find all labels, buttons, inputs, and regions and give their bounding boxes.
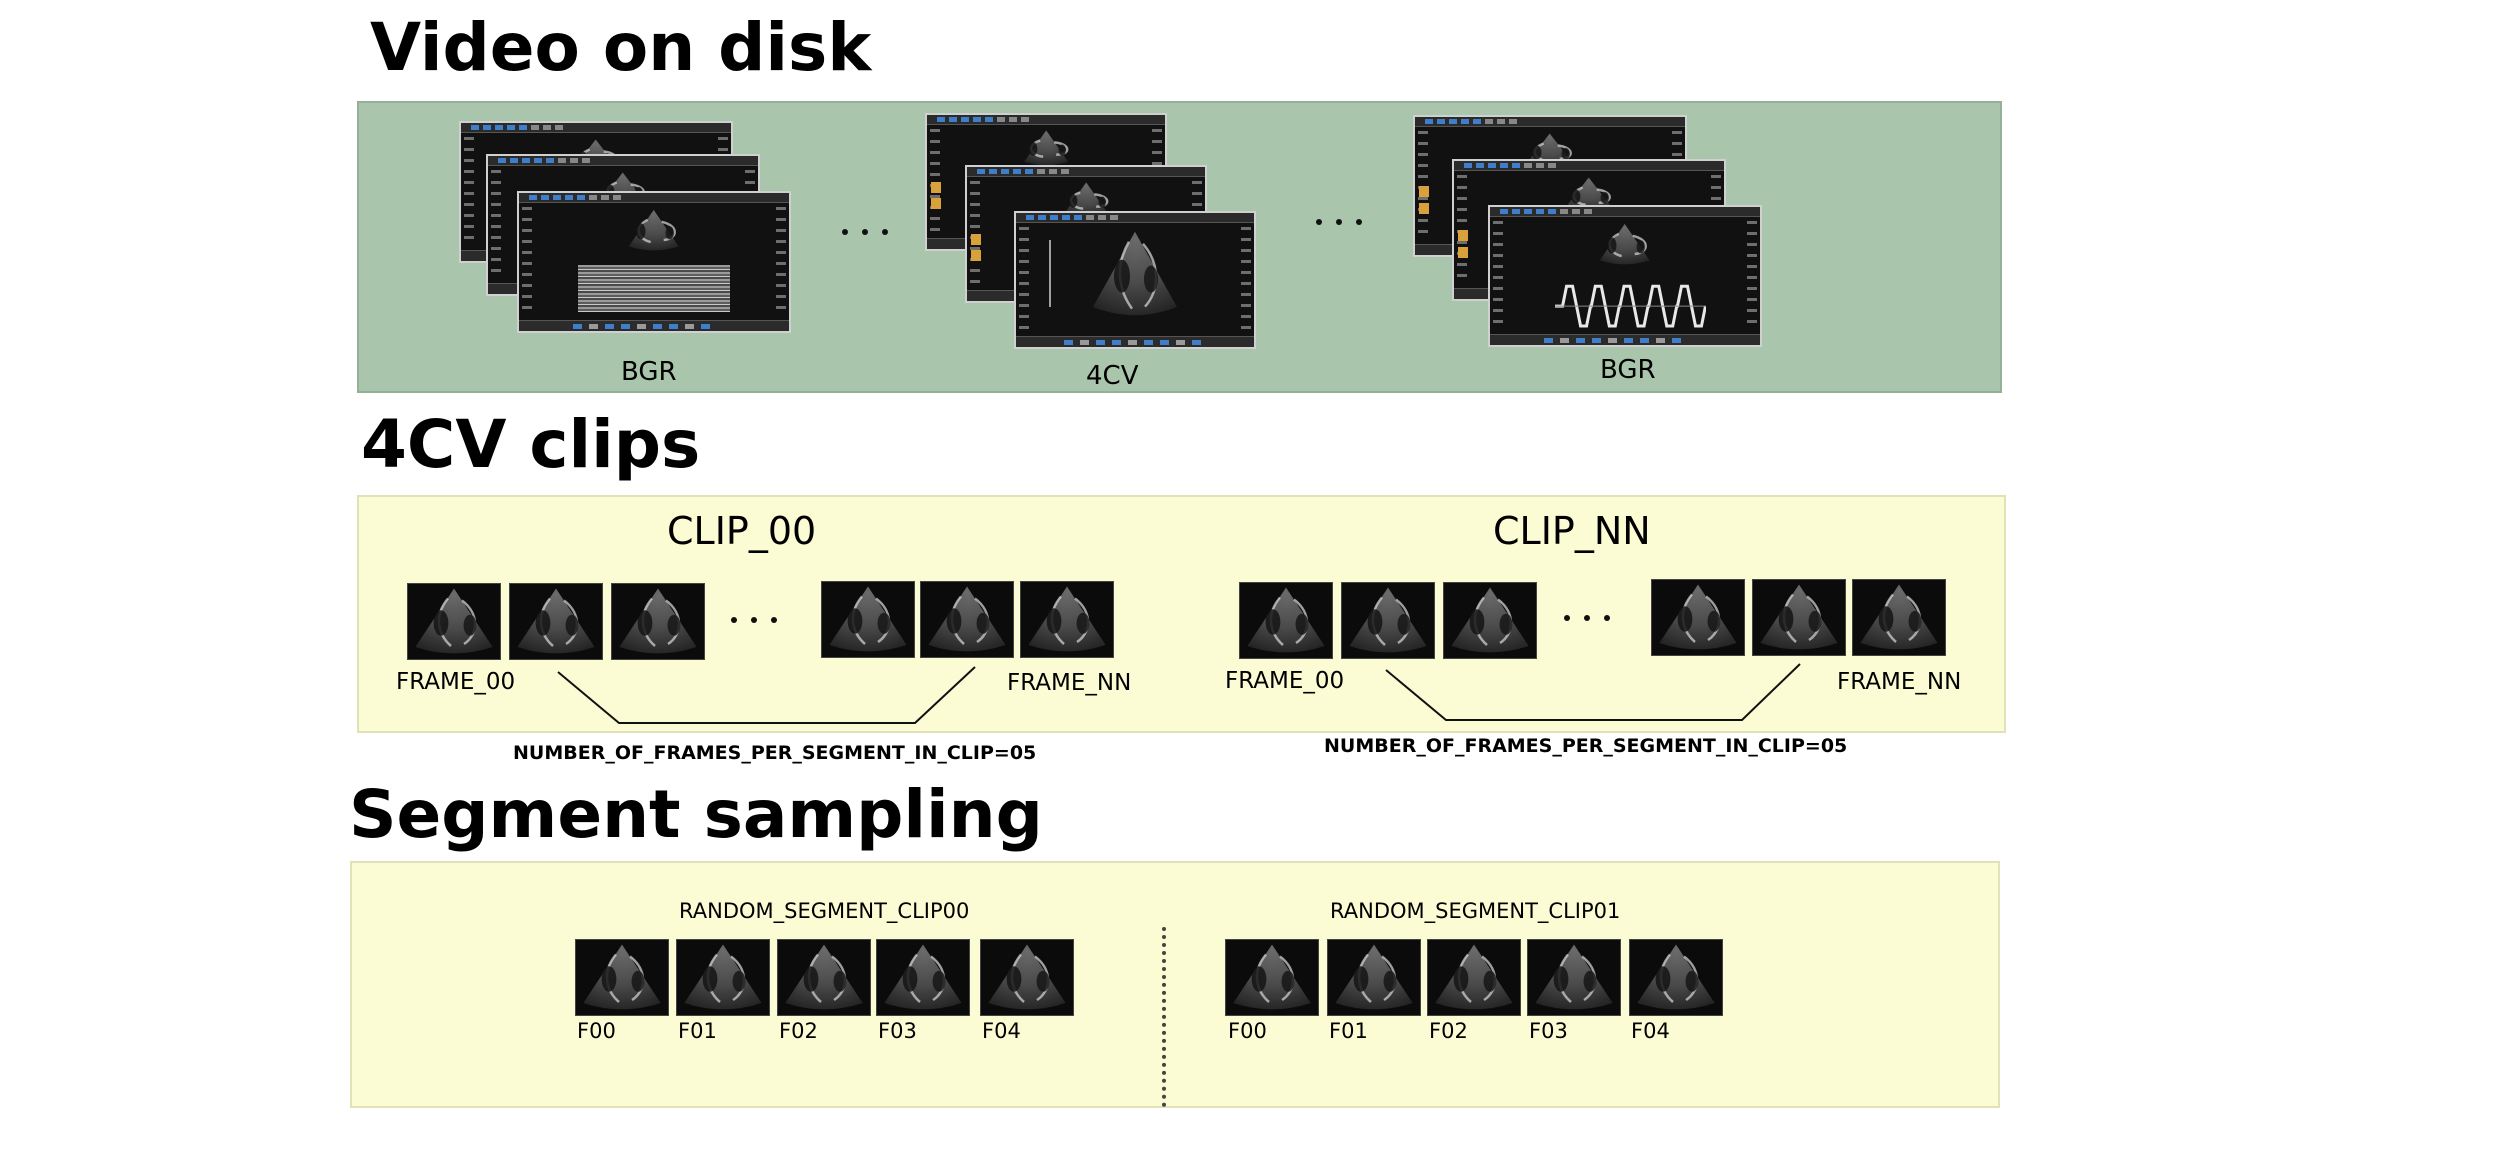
echocardiogram-frame-icon	[821, 581, 915, 658]
segment-name-clip01: RANDOM_SEGMENT_CLIP01	[1330, 899, 1621, 923]
echocardiogram-frame-icon	[1239, 582, 1333, 659]
echocardiogram-frame-icon	[1443, 582, 1537, 659]
seg0-frame-label: F01	[678, 1019, 717, 1043]
section-title-video: Video on disk	[370, 9, 872, 86]
ultrasound-screen-icon	[517, 191, 791, 333]
clip00-last-frame: FRAME_NN	[1007, 670, 1132, 696]
ultrasound-screen-icon	[1488, 205, 1762, 347]
echocardiogram-frame-icon	[1225, 939, 1319, 1016]
echocardiogram-frame-icon	[509, 583, 603, 660]
echocardiogram-frame-icon	[1327, 939, 1421, 1016]
clipnn-first-frame: FRAME_00	[1225, 668, 1345, 694]
clipnn-segment-note: NUMBER_OF_FRAMES_PER_SEGMENT_IN_CLIP=05	[1324, 735, 1848, 757]
video-label-bgr-2: BGR	[1600, 355, 1656, 385]
segment-divider	[1162, 927, 1166, 1107]
seg1-frame-label: F02	[1429, 1019, 1468, 1043]
clip-name-00: CLIP_00	[667, 509, 817, 553]
seg1-frame-label: F01	[1329, 1019, 1368, 1043]
echocardiogram-frame-icon	[1651, 579, 1745, 656]
echocardiogram-frame-icon	[1020, 581, 1114, 658]
section-title-clips: 4CV clips	[361, 406, 701, 483]
echocardiogram-frame-icon	[407, 583, 501, 660]
echocardiogram-frame-icon	[1341, 582, 1435, 659]
echocardiogram-frame-icon	[1427, 939, 1521, 1016]
echocardiogram-frame-icon	[575, 939, 669, 1016]
seg0-frame-label: F03	[878, 1019, 917, 1043]
clip-name-nn: CLIP_NN	[1493, 509, 1651, 553]
echocardiogram-frame-icon	[1852, 579, 1946, 656]
seg0-frame-label: F02	[779, 1019, 818, 1043]
echocardiogram-frame-icon	[876, 939, 970, 1016]
seg1-frame-label: F03	[1529, 1019, 1568, 1043]
echocardiogram-frame-icon	[611, 583, 705, 660]
seg1-frame-label: F04	[1631, 1019, 1670, 1043]
echocardiogram-frame-icon	[920, 581, 1014, 658]
clip00-first-frame: FRAME_00	[396, 669, 516, 695]
seg1-frame-label: F00	[1228, 1019, 1267, 1043]
segment-brackets	[557, 663, 1801, 724]
echocardiogram-frame-icon	[980, 939, 1074, 1016]
seg0-frame-label: F04	[982, 1019, 1021, 1043]
segment-name-clip00: RANDOM_SEGMENT_CLIP00	[679, 899, 970, 923]
seg0-frame-label: F00	[577, 1019, 616, 1043]
echocardiogram-frame-icon	[777, 939, 871, 1016]
echocardiogram-frame-icon	[1752, 579, 1846, 656]
video-label-4cv: 4CV	[1086, 361, 1139, 391]
clip00-segment-note: NUMBER_OF_FRAMES_PER_SEGMENT_IN_CLIP=05	[513, 742, 1037, 764]
echocardiogram-frame-icon	[1629, 939, 1723, 1016]
clips-panel: CLIP_00 CLIP_NN	[357, 495, 2006, 733]
section-title-sampling: Segment sampling	[349, 776, 1043, 853]
video-label-bgr-1: BGR	[621, 357, 677, 387]
echocardiogram-frame-icon	[676, 939, 770, 1016]
ultrasound-screen-icon	[1014, 211, 1256, 349]
video-panel: BGR 4CV	[357, 101, 2002, 393]
sampling-panel: RANDOM_SEGMENT_CLIP00 RANDOM_SEGMENT_CLI…	[350, 861, 2000, 1108]
clipnn-last-frame: FRAME_NN	[1837, 669, 1962, 695]
echocardiogram-frame-icon	[1527, 939, 1621, 1016]
